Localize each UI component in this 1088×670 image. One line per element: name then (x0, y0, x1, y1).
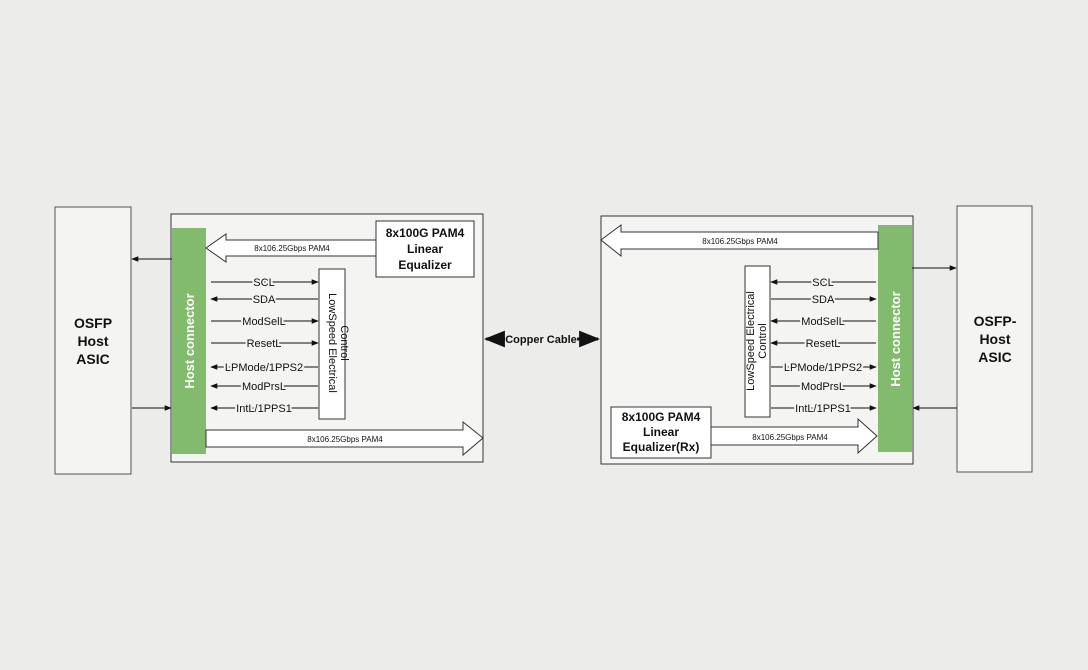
left-asic-label-3: ASIC (76, 351, 109, 367)
right-asic-label-2: Host (979, 331, 1010, 347)
left-signal-sda: SDA (253, 294, 276, 306)
left-asic-label-1: OSFP (74, 315, 112, 331)
left-signal-modprs: ModPrsL (242, 381, 286, 393)
left-signal-labels: SCL SDA ModSelL ResetL LPMode/1PPS2 ModP… (223, 275, 305, 417)
left-equalizer-label-1: 8x100G PAM4 (386, 226, 465, 240)
right-tx-lane-arrow (710, 417, 878, 455)
left-lowspeed-label-2: Control (338, 325, 350, 360)
right-rx-lane-arrow (600, 224, 879, 258)
left-rx-lane-label: 8x106.25Gbps PAM4 (254, 244, 330, 253)
right-signal-lpmode: LPMode/1PPS2 (784, 362, 862, 374)
right-asic-label-3: ASIC (978, 349, 1011, 365)
right-equalizer-label-2: Linear (643, 425, 679, 439)
left-asic-label-2: Host (77, 333, 108, 349)
copper-cable-label-bg (505, 331, 577, 347)
left-equalizer-box (375, 220, 475, 278)
right-tx-lane-label: 8x106.25Gbps PAM4 (752, 433, 828, 442)
right-signal-reset: ResetL (806, 338, 841, 350)
right-signal-modprs: ModPrsL (801, 381, 845, 393)
right-host-connector-label: Host connector (888, 291, 903, 386)
left-tx-lane-arrow (205, 420, 484, 457)
left-lowspeed-label-1: LowSpeed Electrical (326, 293, 338, 393)
left-signal-lines (210, 279, 319, 411)
right-host-connector (878, 225, 912, 452)
left-tx-lane-label: 8x106.25Gbps PAM4 (307, 435, 383, 444)
right-asic-label-1: OSFP- (974, 313, 1017, 329)
left-host-connector (172, 228, 206, 454)
left-signal-scl: SCL (253, 277, 274, 289)
left-host-connector-label: Host connector (182, 293, 197, 388)
right-lowspeed-control-box (744, 265, 771, 418)
right-lowspeed-label-2: Control (757, 323, 769, 358)
right-equalizer-label-1: 8x100G PAM4 (622, 410, 701, 424)
right-signal-modsel: ModSelL (801, 316, 844, 328)
right-signal-intl: IntL/1PPS1 (795, 403, 851, 415)
left-equalizer-label-2: Linear (407, 242, 443, 256)
right-signal-scl: SCL (812, 277, 833, 289)
left-signal-intl: IntL/1PPS1 (236, 403, 292, 415)
right-equalizer-box (610, 406, 712, 459)
copper-cable-label: Copper Cable (505, 334, 577, 346)
left-lowspeed-control-box (318, 268, 346, 420)
right-signal-lines (770, 279, 877, 411)
left-signal-modsel: ModSelL (242, 316, 285, 328)
left-host-asic-box (54, 206, 132, 475)
right-host-asic-box (956, 205, 1033, 473)
left-signal-reset: ResetL (247, 338, 282, 350)
left-equalizer-label-3: Equalizer (398, 258, 452, 272)
left-signal-lpmode: LPMode/1PPS2 (225, 362, 303, 374)
right-signal-sda: SDA (812, 294, 835, 306)
right-signal-labels: SCL SDA ModSelL ResetL LPMode/1PPS2 ModP… (782, 275, 864, 417)
right-equalizer-label-3: Equalizer(Rx) (623, 440, 700, 454)
right-lowspeed-label-1: LowSpeed Electrical (745, 291, 757, 391)
right-rx-lane-label: 8x106.25Gbps PAM4 (702, 237, 778, 246)
